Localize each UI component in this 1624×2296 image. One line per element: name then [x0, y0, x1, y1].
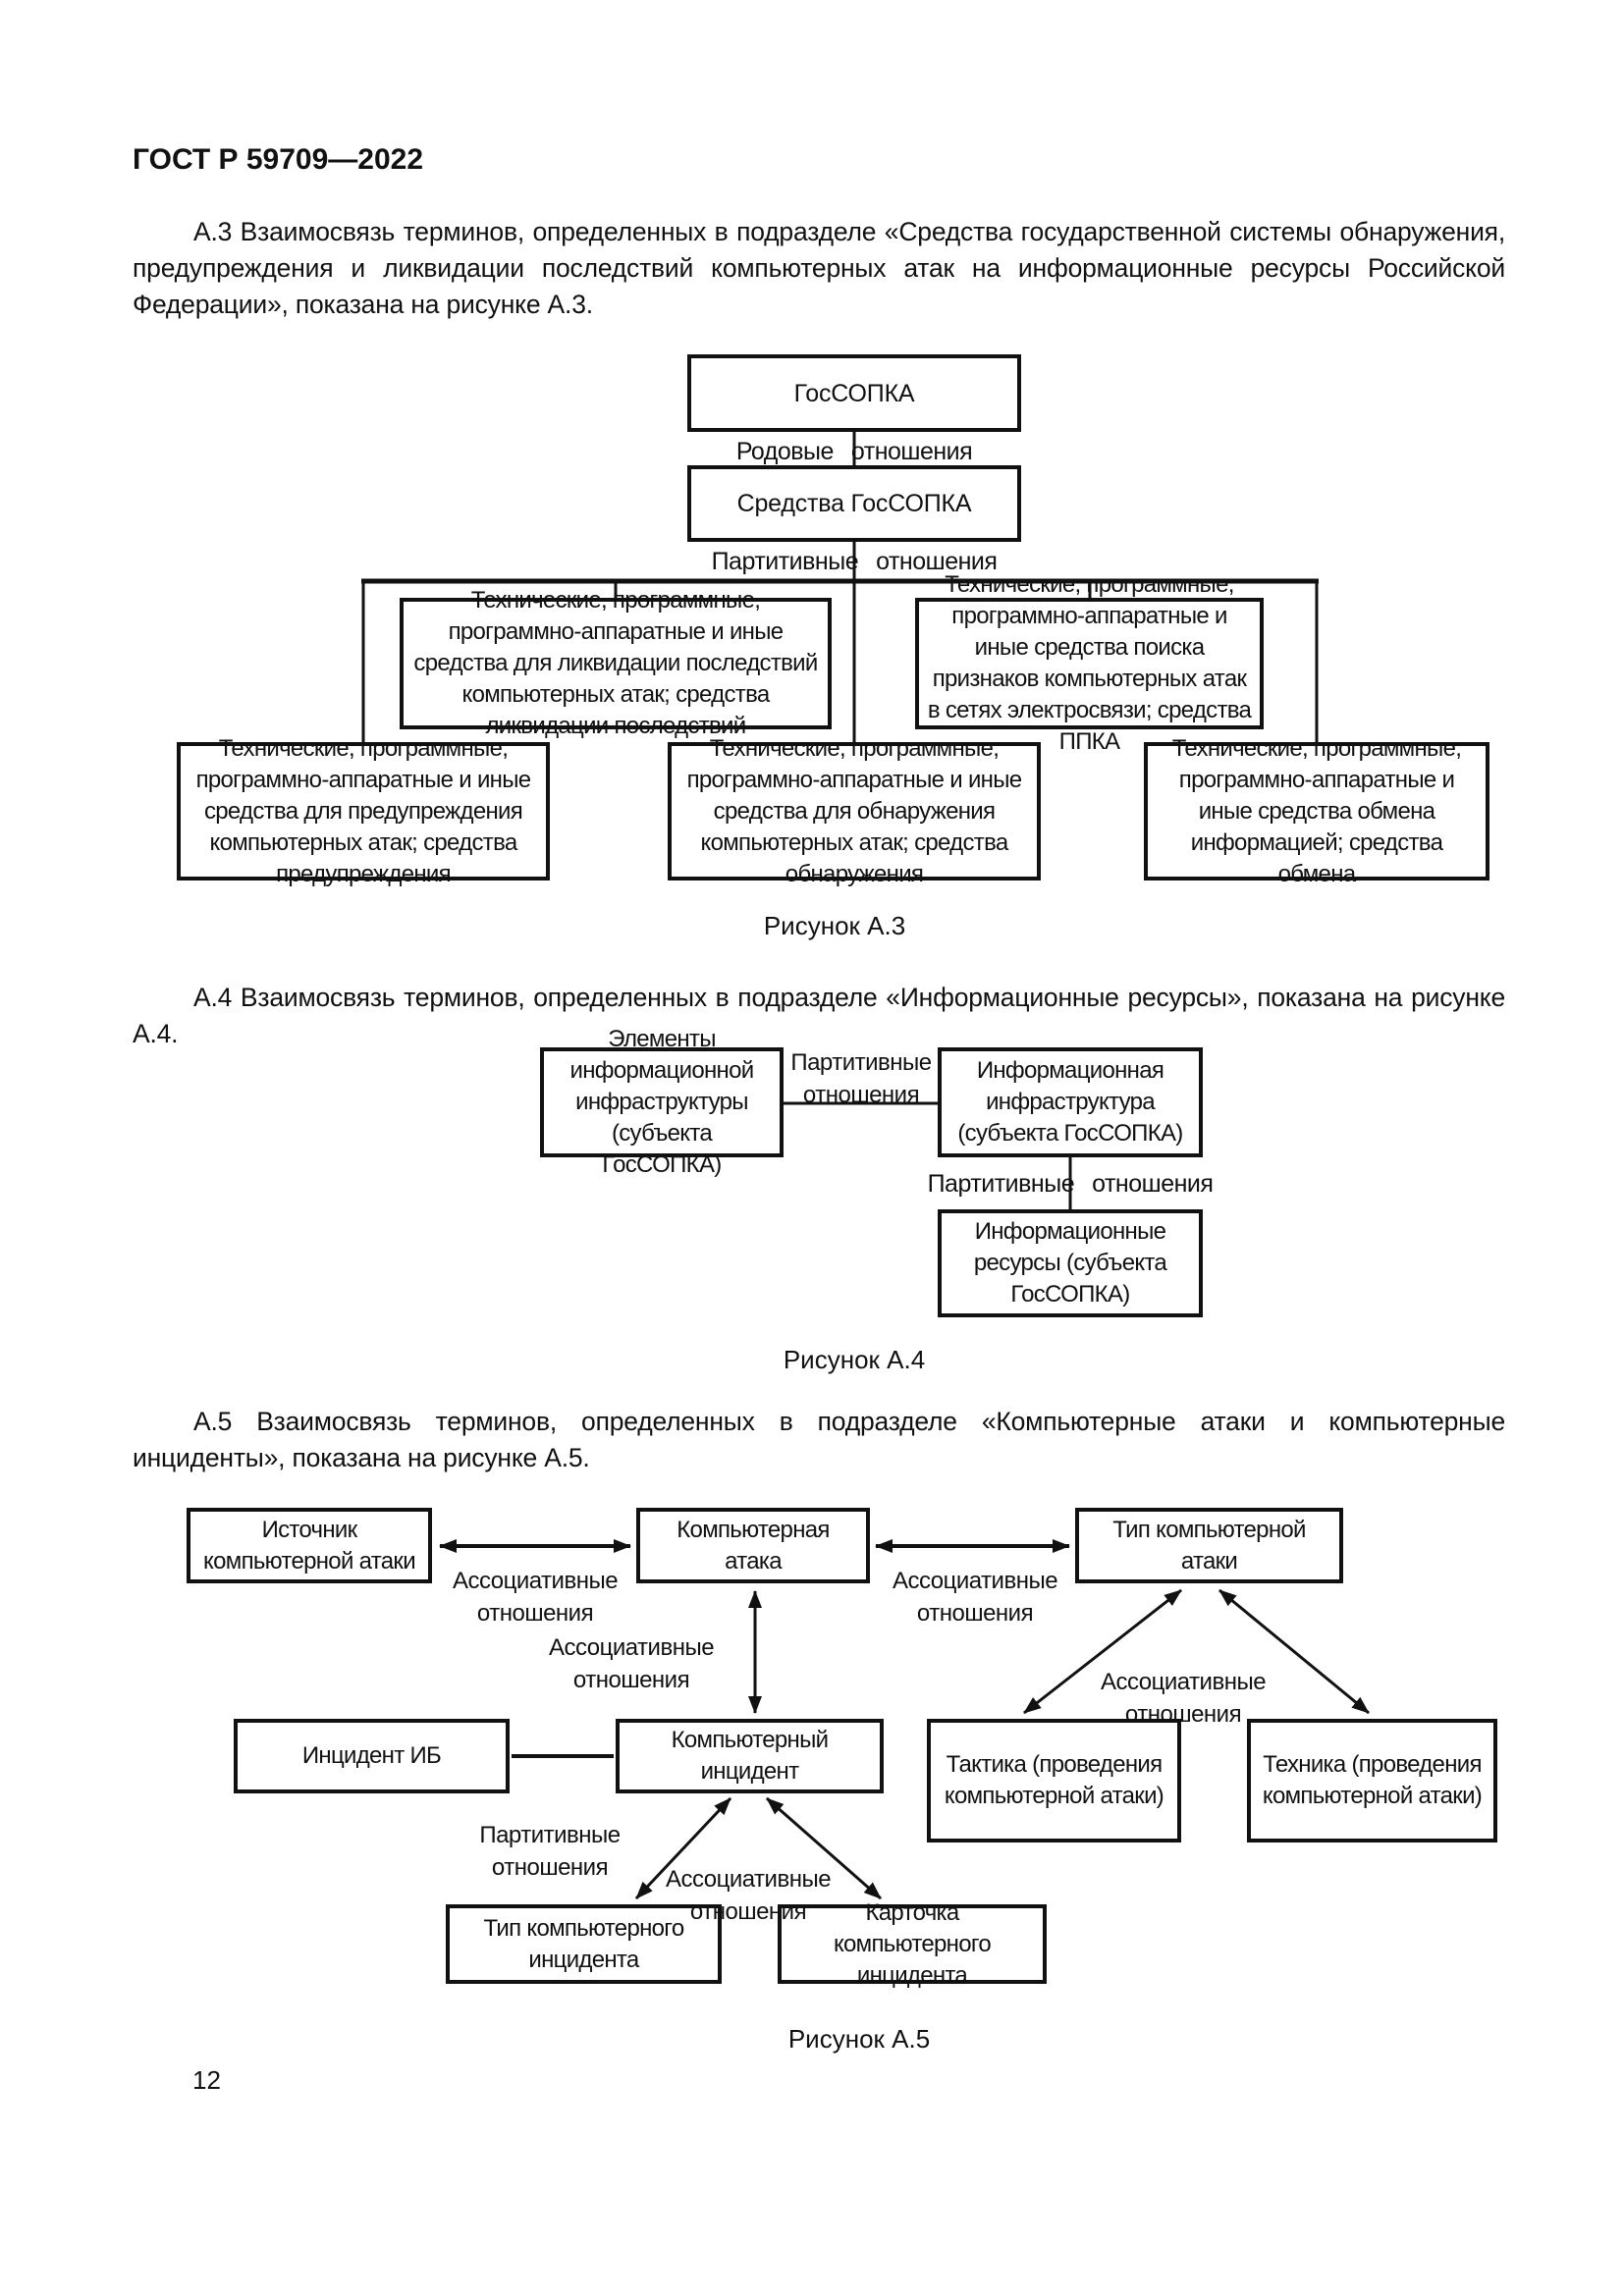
a4-label-partitive-top: Партитивные отношения: [790, 1049, 932, 1108]
a5-box-attack-source: Источник компьютерной атаки: [187, 1508, 432, 1583]
a3-label-partitive-w2: отношения: [876, 548, 998, 575]
document-number: ГОСТ Р 59709—2022: [133, 143, 424, 176]
a5-box-computer-attack: Компьютерная атака: [636, 1508, 870, 1583]
a3-label-generic-relations: Родовые отношения: [735, 438, 973, 466]
a3-box-liquidation-means: Технические, программные, программно-апп…: [400, 587, 832, 739]
a4-box-information-infrastructure: Информационная инфраструктура (субъекта …: [938, 1047, 1203, 1157]
a5-label-associative-2: Ассоциативные отношения: [892, 1568, 1058, 1627]
a5-label-associative-4: Ассоциативные отношения: [1100, 1669, 1267, 1728]
page-number: 12: [192, 2065, 221, 2095]
a3-box-ppka-means: Технические, программные, программно-апп…: [915, 571, 1264, 755]
a5-label-partitive: Партитивные отношения: [479, 1822, 621, 1881]
a5-label-associative-1: Ассоциативные отношения: [452, 1568, 619, 1627]
a4-box-information-resources: Информационные ресурсы (субъекта ГосСОПК…: [938, 1209, 1203, 1317]
a5-label-associative-5: Ассоциативные отношения: [665, 1866, 832, 1925]
a3-label-generic-w1: Родовые: [735, 438, 835, 465]
a4-box-infrastructure-elements: Элементы информационной инфраструктуры (…: [540, 1026, 784, 1178]
a3-box-prevention-means: Технические, программные, программно-апп…: [177, 735, 550, 887]
a5-box-incident-type: Тип компьютерного инцидента: [446, 1904, 722, 1984]
a5-box-ib-incident: Инцидент ИБ: [234, 1719, 510, 1793]
a5-box-attack-type: Тип компьютерной атаки: [1075, 1508, 1343, 1583]
a4-label-partitive-w1: Партитивные: [927, 1170, 1075, 1198]
a3-label-partitive-relations: Партитивные отношения: [712, 548, 998, 576]
a3-caption: Рисунок А.3: [763, 911, 906, 940]
a3-box-detection-means: Технические, программные, программно-апп…: [668, 735, 1041, 887]
a3-box-exchange-means: Технические, программные, программно-апп…: [1144, 735, 1489, 887]
a4-label-partitive-relations: Партитивные отношения: [928, 1170, 1214, 1199]
paragraph-a4: А.4 Взаимосвязь терминов, определенных в…: [133, 983, 1505, 1048]
a4-label-partitive-w2: отношения: [1092, 1170, 1214, 1198]
paragraph-a5: А.5 Взаимосвязь терминов, определенных в…: [133, 1407, 1505, 1472]
a5-box-incident-card: Карточка компьютерного инцидента: [778, 1899, 1047, 1989]
a3-box-means-gossopka: Средства ГосСОПКА: [687, 465, 1021, 542]
a3-label-partitive-w1: Партитивные: [711, 548, 859, 575]
a5-label-associative-3: Ассоциативные отношения: [548, 1634, 715, 1693]
a5-box-computer-incident: Компьютерный инцидент: [616, 1719, 884, 1793]
a5-caption: Рисунок А.5: [787, 2024, 931, 2054]
a3-box-gossopka: ГосСОПКА: [687, 354, 1021, 432]
a5-box-technique: Техника (проведения компьютерной атаки): [1247, 1719, 1497, 1842]
a3-label-generic-w2: отношения: [850, 438, 973, 465]
paragraph-a3: А.3 Взаимосвязь терминов, определенных в…: [133, 217, 1505, 319]
a5-box-tactics: Тактика (проведения компьютерной атаки): [927, 1719, 1181, 1842]
a4-caption: Рисунок А.4: [783, 1345, 926, 1374]
